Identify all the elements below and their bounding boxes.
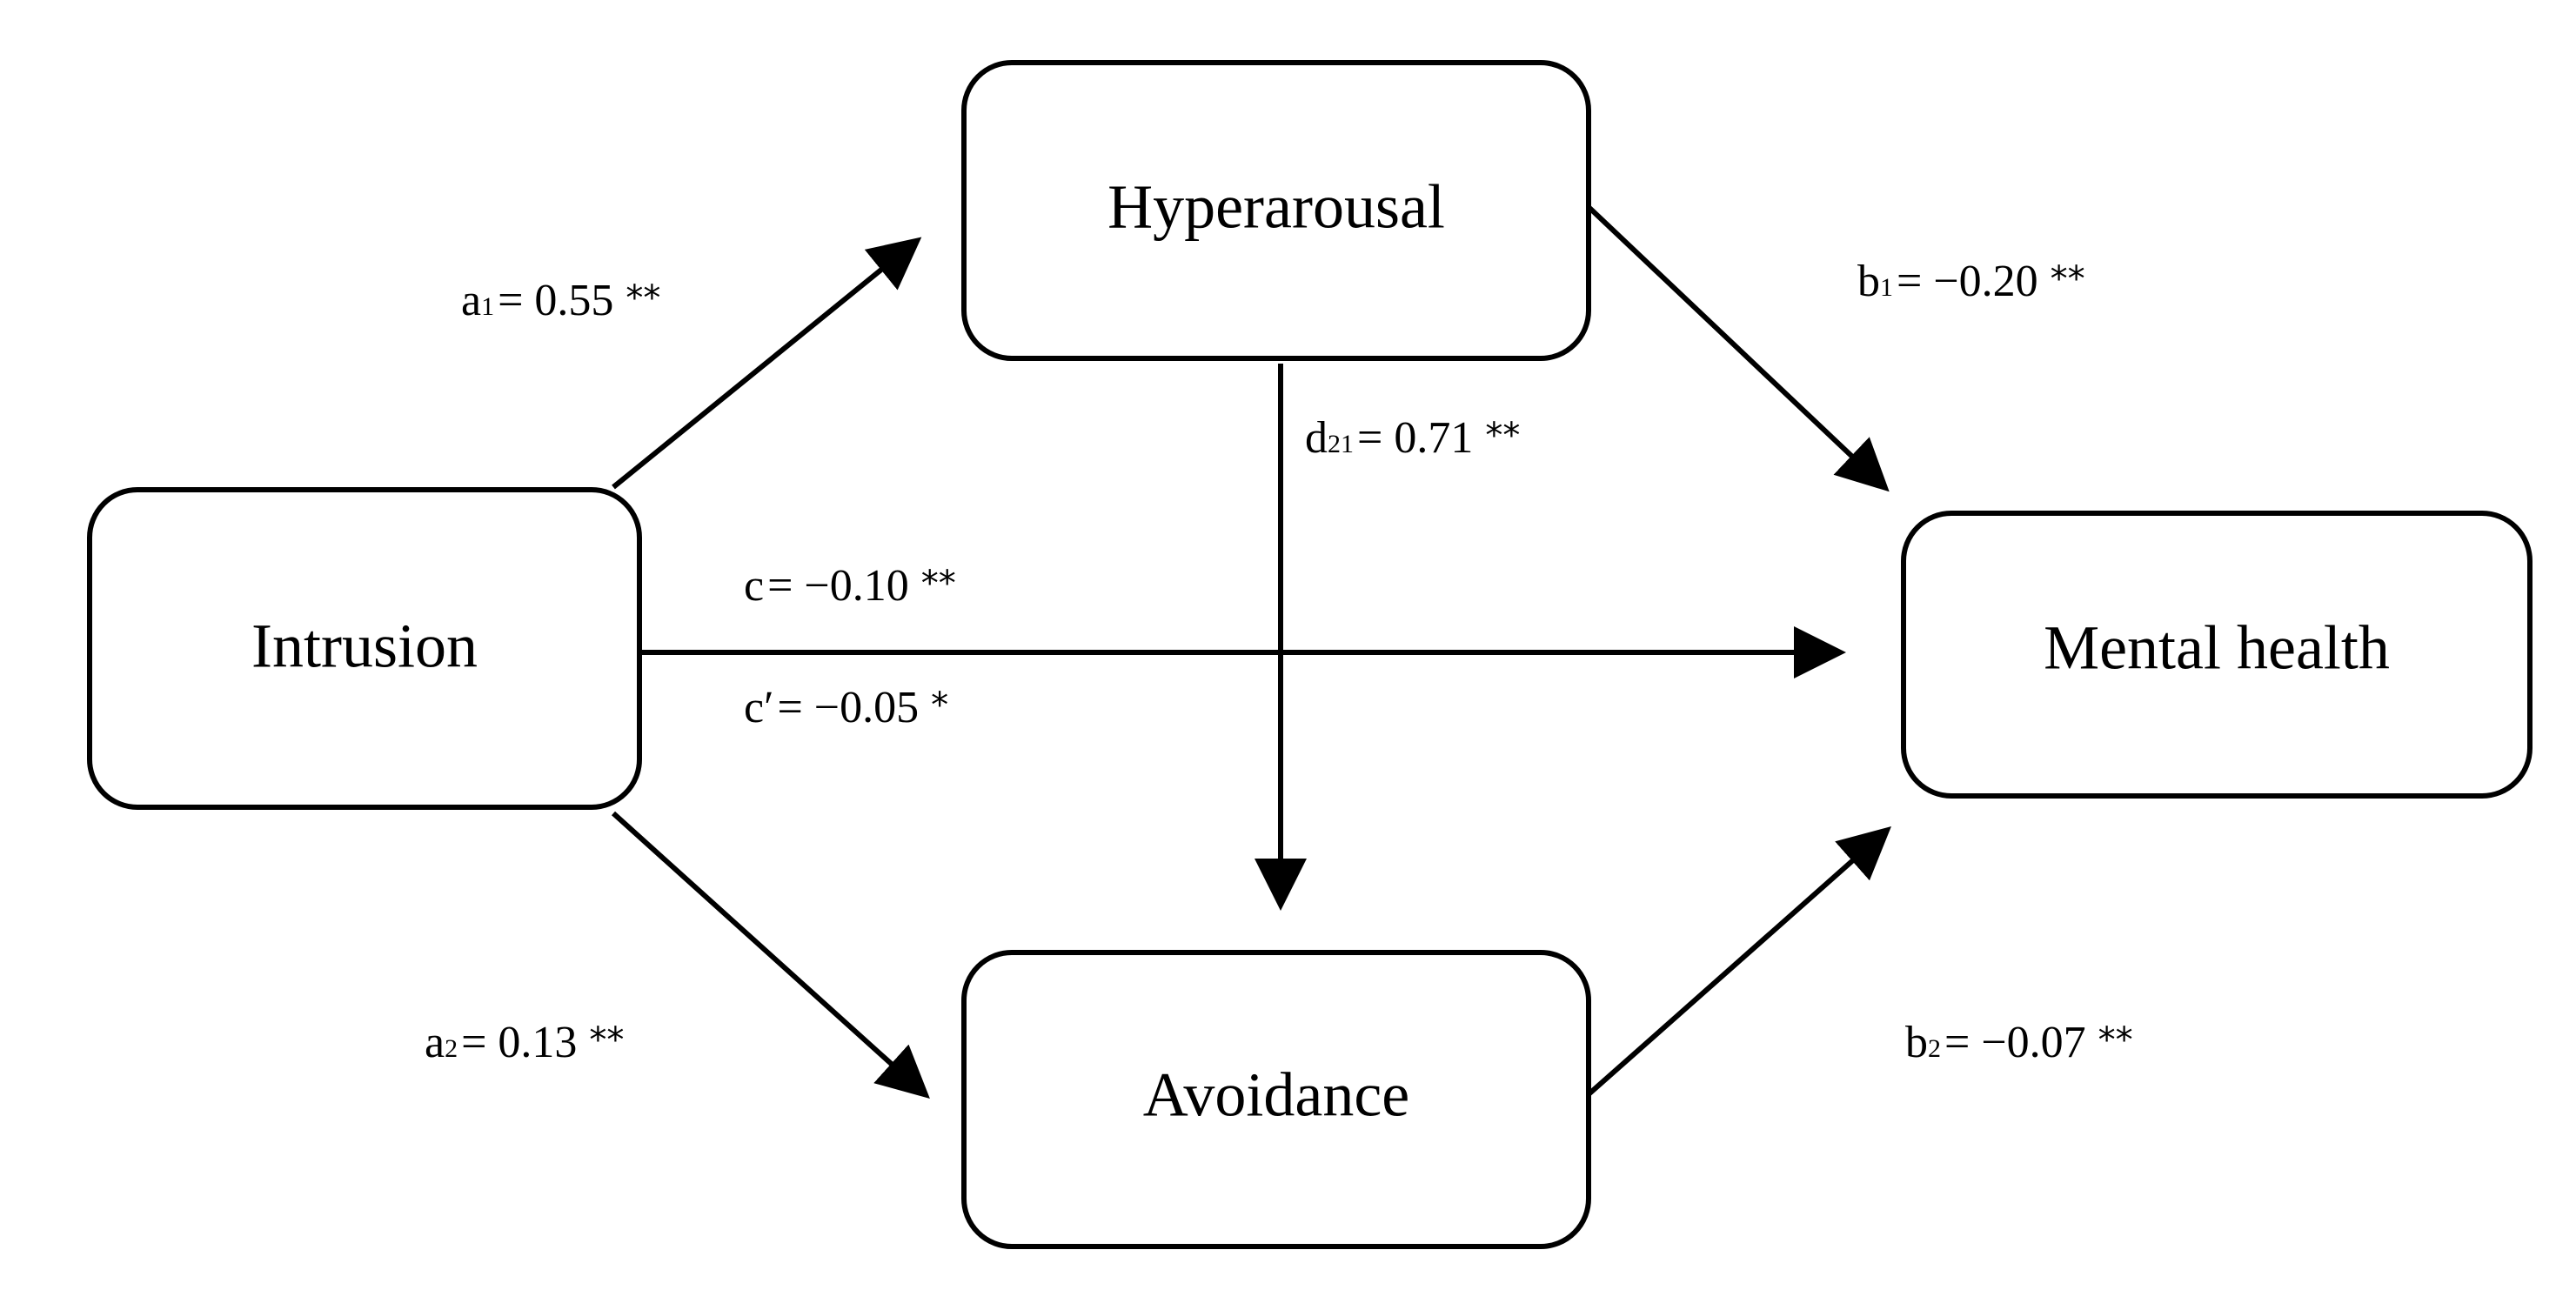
node-intrusion-label: Intrusion [251,612,478,681]
arrow-hyperarousal-to-mental-health [1586,204,1890,492]
path-label-a2: a2= 0.13** [425,1018,624,1067]
node-hyperarousal: Hyperarousal [961,60,1591,361]
path-label-a1: a1= 0.55** [461,276,660,325]
node-avoidance-label: Avoidance [1143,1060,1410,1130]
path-label-d21: d21= 0.71** [1305,413,1520,463]
node-avoidance: Avoidance [961,950,1591,1249]
arrow-intrusion-to-avoidance [611,811,930,1100]
node-intrusion: Intrusion [87,487,642,810]
path-label-c-prime: c′= −0.05* [744,683,948,732]
path-label-c: c= −0.10** [744,561,956,611]
node-mental-health-label: Mental health [2044,613,2390,683]
path-label-b2: b2= −0.07** [1905,1018,2133,1067]
node-hyperarousal-label: Hyperarousal [1107,172,1445,242]
node-mental-health: Mental health [1901,511,2533,799]
arrow-avoidance-to-mental-health [1587,826,1891,1097]
path-label-b1: b1= −0.20** [1857,257,2085,306]
arrow-intrusion-to-hyperarousal [612,237,922,490]
